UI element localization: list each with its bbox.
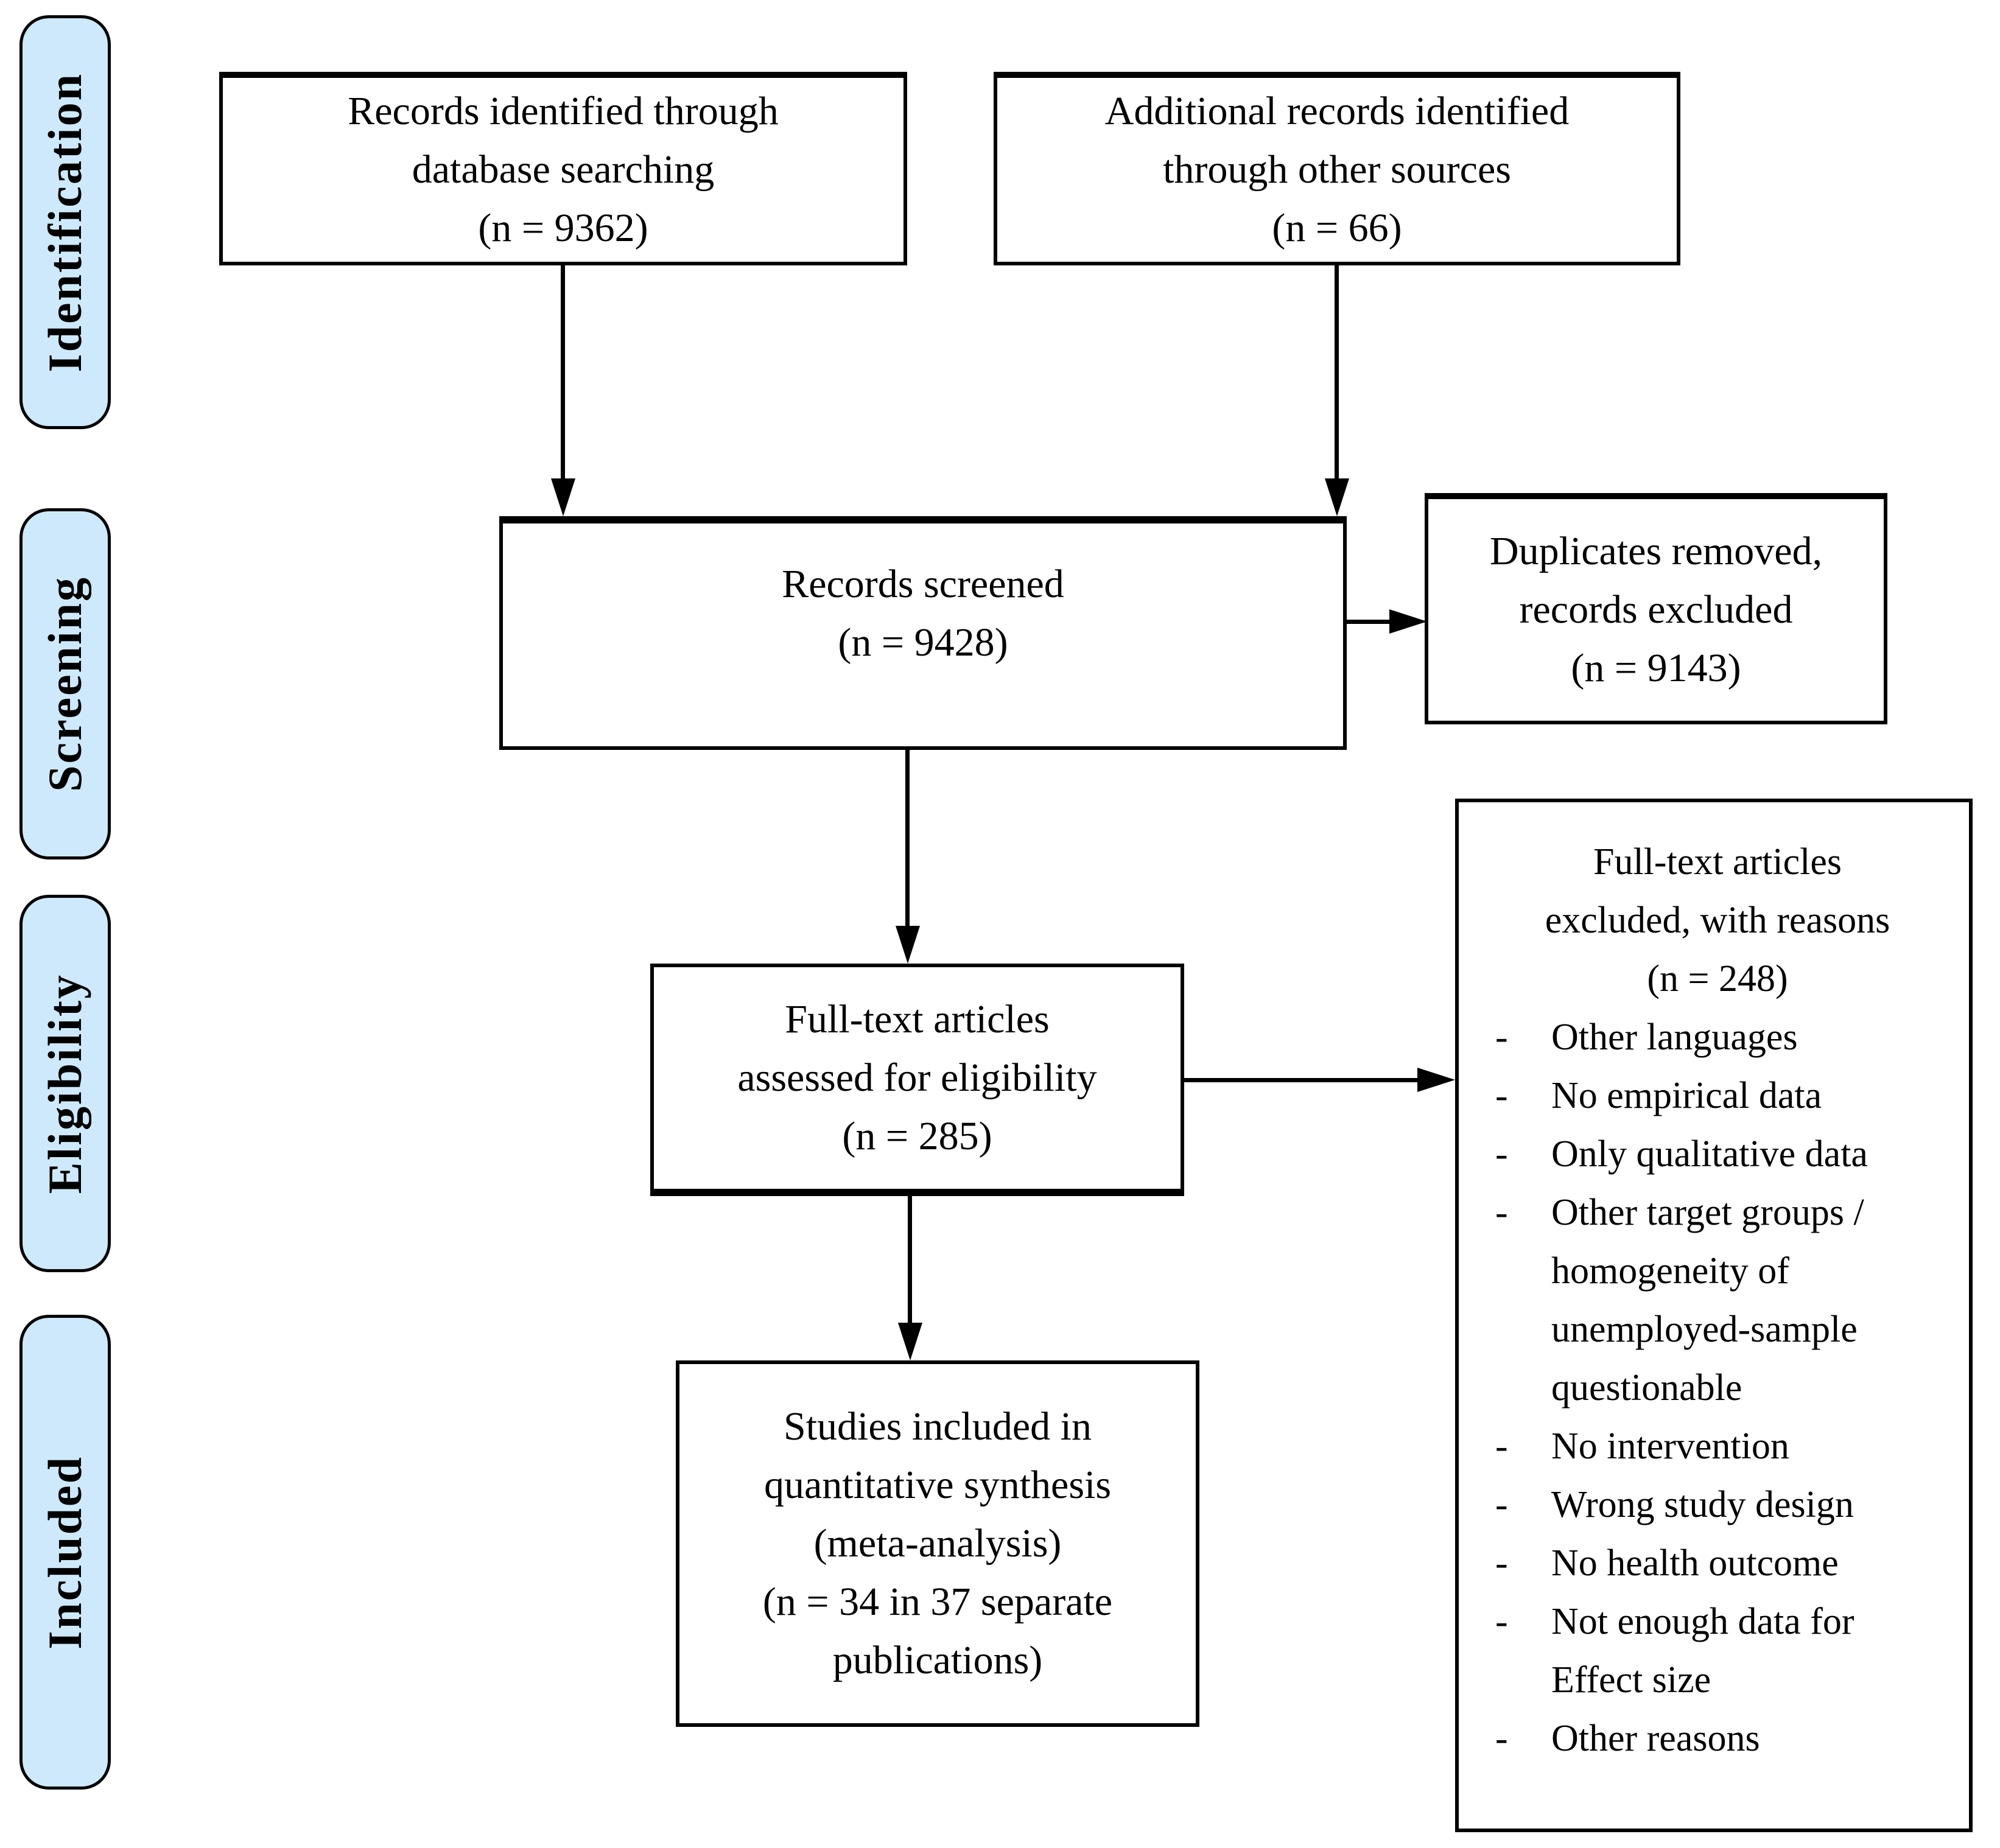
box-duplicates-removed: Duplicates removed, records excluded (n … bbox=[1425, 493, 1887, 724]
exclusion-reason-item: - Wrong study design bbox=[1484, 1475, 1951, 1534]
dash-bullet: - bbox=[1495, 1601, 1508, 1642]
arrowhead-fulltext-to-included bbox=[898, 1323, 922, 1360]
stage-identification-label: Identification bbox=[38, 72, 91, 373]
dash-bullet: - bbox=[1495, 1192, 1508, 1233]
arrow-fulltext-to-excluded bbox=[1184, 1078, 1422, 1082]
box-studies-included-line2: quantitative synthesis bbox=[763, 1463, 1112, 1507]
box-duplicates-removed-line1: Duplicates removed, bbox=[1489, 529, 1823, 573]
stage-included-label: Included bbox=[38, 1455, 91, 1650]
arrow-screened-to-fulltext bbox=[905, 750, 910, 926]
exclusion-reason-item: - No intervention bbox=[1484, 1417, 1951, 1475]
arrowhead-screened-to-duplicates bbox=[1389, 609, 1427, 634]
box-additional-records-line2: through other sources bbox=[1163, 147, 1511, 192]
box-records-screened-count: (n = 9428) bbox=[838, 620, 1008, 665]
box-fulltext-assessed: Full-text articles assessed for eligibil… bbox=[650, 964, 1184, 1196]
box-records-database-search-line1: Records identified through bbox=[348, 89, 779, 133]
dash-bullet: - bbox=[1495, 1542, 1508, 1584]
exclusion-reason-text: Other reasons bbox=[1551, 1718, 1760, 1759]
exclusion-reason-item: - No empirical data bbox=[1484, 1066, 1951, 1125]
stage-screening: Screening bbox=[19, 508, 111, 859]
box-studies-included: Studies included in quantitative synthes… bbox=[676, 1360, 1199, 1727]
box-duplicates-removed-line2: records excluded bbox=[1519, 587, 1793, 632]
box-additional-records-line1: Additional records identified bbox=[1104, 89, 1570, 133]
exclusion-reason-text: No empirical data bbox=[1551, 1075, 1822, 1116]
box-studies-included-line4: (n = 34 in 37 separate bbox=[762, 1580, 1113, 1624]
box-fulltext-assessed-line2: assessed for eligibility bbox=[737, 1055, 1097, 1100]
arrowhead-screened-to-fulltext bbox=[896, 926, 920, 964]
box-fulltext-excluded-line1: Full-text articles bbox=[1593, 841, 1842, 883]
exclusion-reason-text: No health outcome bbox=[1551, 1542, 1839, 1584]
arrowhead-othersources-to-screened bbox=[1325, 478, 1349, 516]
exclusion-reason-item: - Other languages bbox=[1484, 1008, 1951, 1066]
box-fulltext-excluded-line2: excluded, with reasons bbox=[1545, 900, 1890, 941]
box-records-screened: Records screened (n = 9428) bbox=[499, 516, 1347, 750]
dash-bullet: - bbox=[1495, 1075, 1508, 1116]
box-records-database-search-line2: database searching bbox=[412, 147, 715, 192]
dash-bullet: - bbox=[1495, 1426, 1508, 1467]
box-records-screened-line1: Records screened bbox=[782, 562, 1064, 606]
arrow-dbsearch-to-screened bbox=[561, 265, 565, 480]
arrow-othersources-to-screened bbox=[1335, 265, 1339, 480]
stage-eligibility-label: Eligibility bbox=[38, 973, 91, 1194]
dash-bullet: - bbox=[1495, 1718, 1508, 1759]
arrow-screened-to-duplicates bbox=[1347, 620, 1393, 624]
dash-bullet: - bbox=[1495, 1484, 1508, 1525]
box-fulltext-excluded: Full-text articles excluded, with reason… bbox=[1455, 799, 1973, 1832]
box-fulltext-assessed-count: (n = 285) bbox=[842, 1114, 992, 1158]
exclusion-reason-text: Other target groups / homogeneity of une… bbox=[1551, 1192, 1864, 1409]
dash-bullet: - bbox=[1495, 1017, 1508, 1058]
exclusion-reason-item: - Only qualitative data bbox=[1484, 1125, 1951, 1183]
exclusion-reason-text: Only qualitative data bbox=[1551, 1133, 1868, 1175]
box-studies-included-line5: publications) bbox=[832, 1638, 1043, 1682]
exclusion-reason-item: - Other reasons bbox=[1484, 1709, 1951, 1768]
arrowhead-dbsearch-to-screened bbox=[551, 478, 575, 516]
dash-bullet: - bbox=[1495, 1133, 1508, 1175]
exclusion-reason-item: - No health outcome bbox=[1484, 1534, 1951, 1592]
exclusion-reason-text: No intervention bbox=[1551, 1426, 1789, 1467]
box-studies-included-line1: Studies included in bbox=[784, 1404, 1092, 1449]
stage-identification: Identification bbox=[19, 15, 111, 429]
stage-included: Included bbox=[19, 1315, 111, 1790]
box-studies-included-line3: (meta-analysis) bbox=[813, 1521, 1062, 1566]
exclusion-reason-item: - Not enough data for Effect size bbox=[1484, 1592, 1951, 1709]
exclusion-reason-item: - Other target groups / homogeneity of u… bbox=[1484, 1183, 1951, 1417]
box-fulltext-assessed-line1: Full-text articles bbox=[785, 997, 1050, 1041]
box-additional-records-count: (n = 66) bbox=[1272, 206, 1402, 250]
box-additional-records: Additional records identified through ot… bbox=[994, 72, 1680, 265]
arrowhead-fulltext-to-excluded bbox=[1417, 1068, 1455, 1092]
exclusion-reason-text: Other languages bbox=[1551, 1017, 1798, 1058]
box-records-database-search-count: (n = 9362) bbox=[478, 206, 648, 250]
stage-screening-label: Screening bbox=[38, 576, 91, 792]
arrow-fulltext-to-included bbox=[908, 1196, 912, 1324]
stage-eligibility: Eligibility bbox=[19, 895, 111, 1272]
exclusion-reason-text: Not enough data for Effect size bbox=[1551, 1601, 1854, 1701]
box-records-database-search: Records identified through database sear… bbox=[219, 72, 907, 265]
box-fulltext-excluded-count: (n = 248) bbox=[1647, 958, 1788, 999]
box-duplicates-removed-count: (n = 9143) bbox=[1571, 646, 1741, 690]
exclusion-reason-text: Wrong study design bbox=[1551, 1484, 1854, 1525]
